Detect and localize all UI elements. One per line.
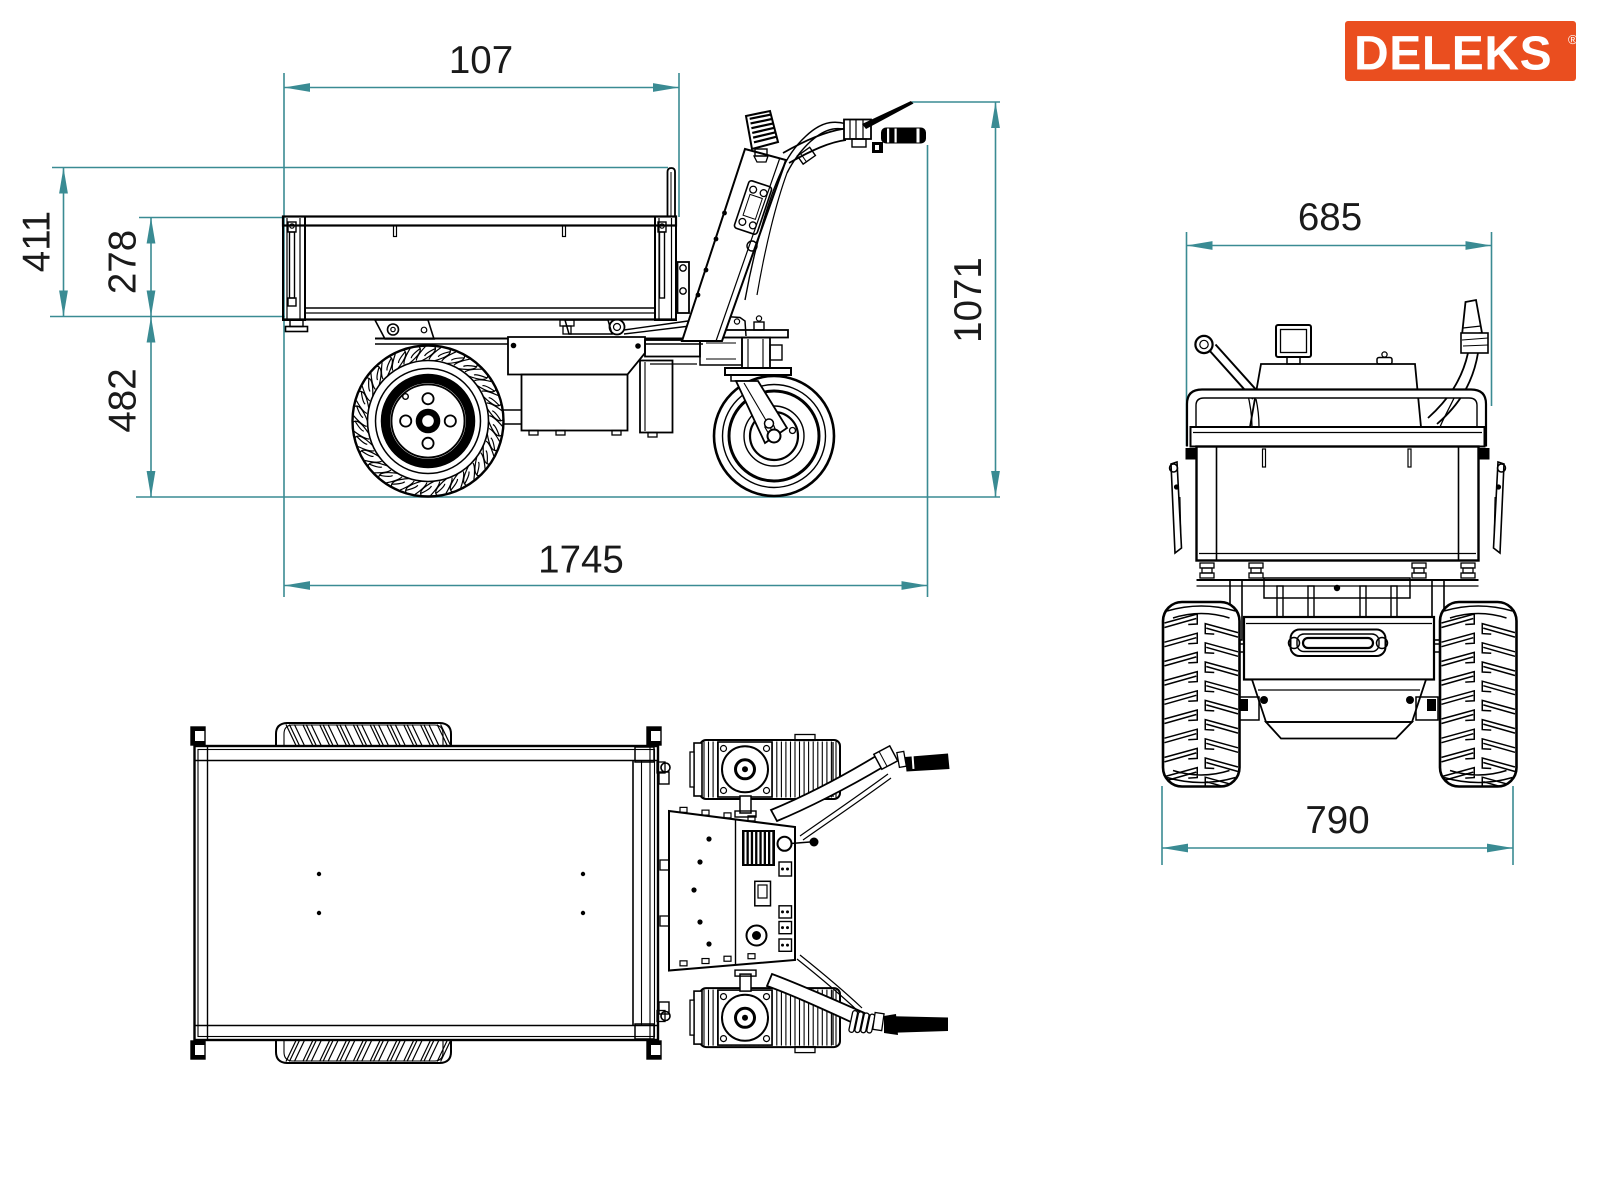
svg-text:DELEKS: DELEKS xyxy=(1354,28,1552,81)
svg-text:482: 482 xyxy=(102,368,145,432)
svg-text:1071: 1071 xyxy=(947,257,990,343)
svg-text:1745: 1745 xyxy=(538,539,624,582)
svg-text:107: 107 xyxy=(449,39,513,82)
svg-text:685: 685 xyxy=(1298,196,1362,239)
svg-text:278: 278 xyxy=(102,230,145,294)
svg-text:411: 411 xyxy=(16,211,59,272)
svg-text:®: ® xyxy=(1568,32,1578,47)
svg-text:790: 790 xyxy=(1305,799,1369,842)
